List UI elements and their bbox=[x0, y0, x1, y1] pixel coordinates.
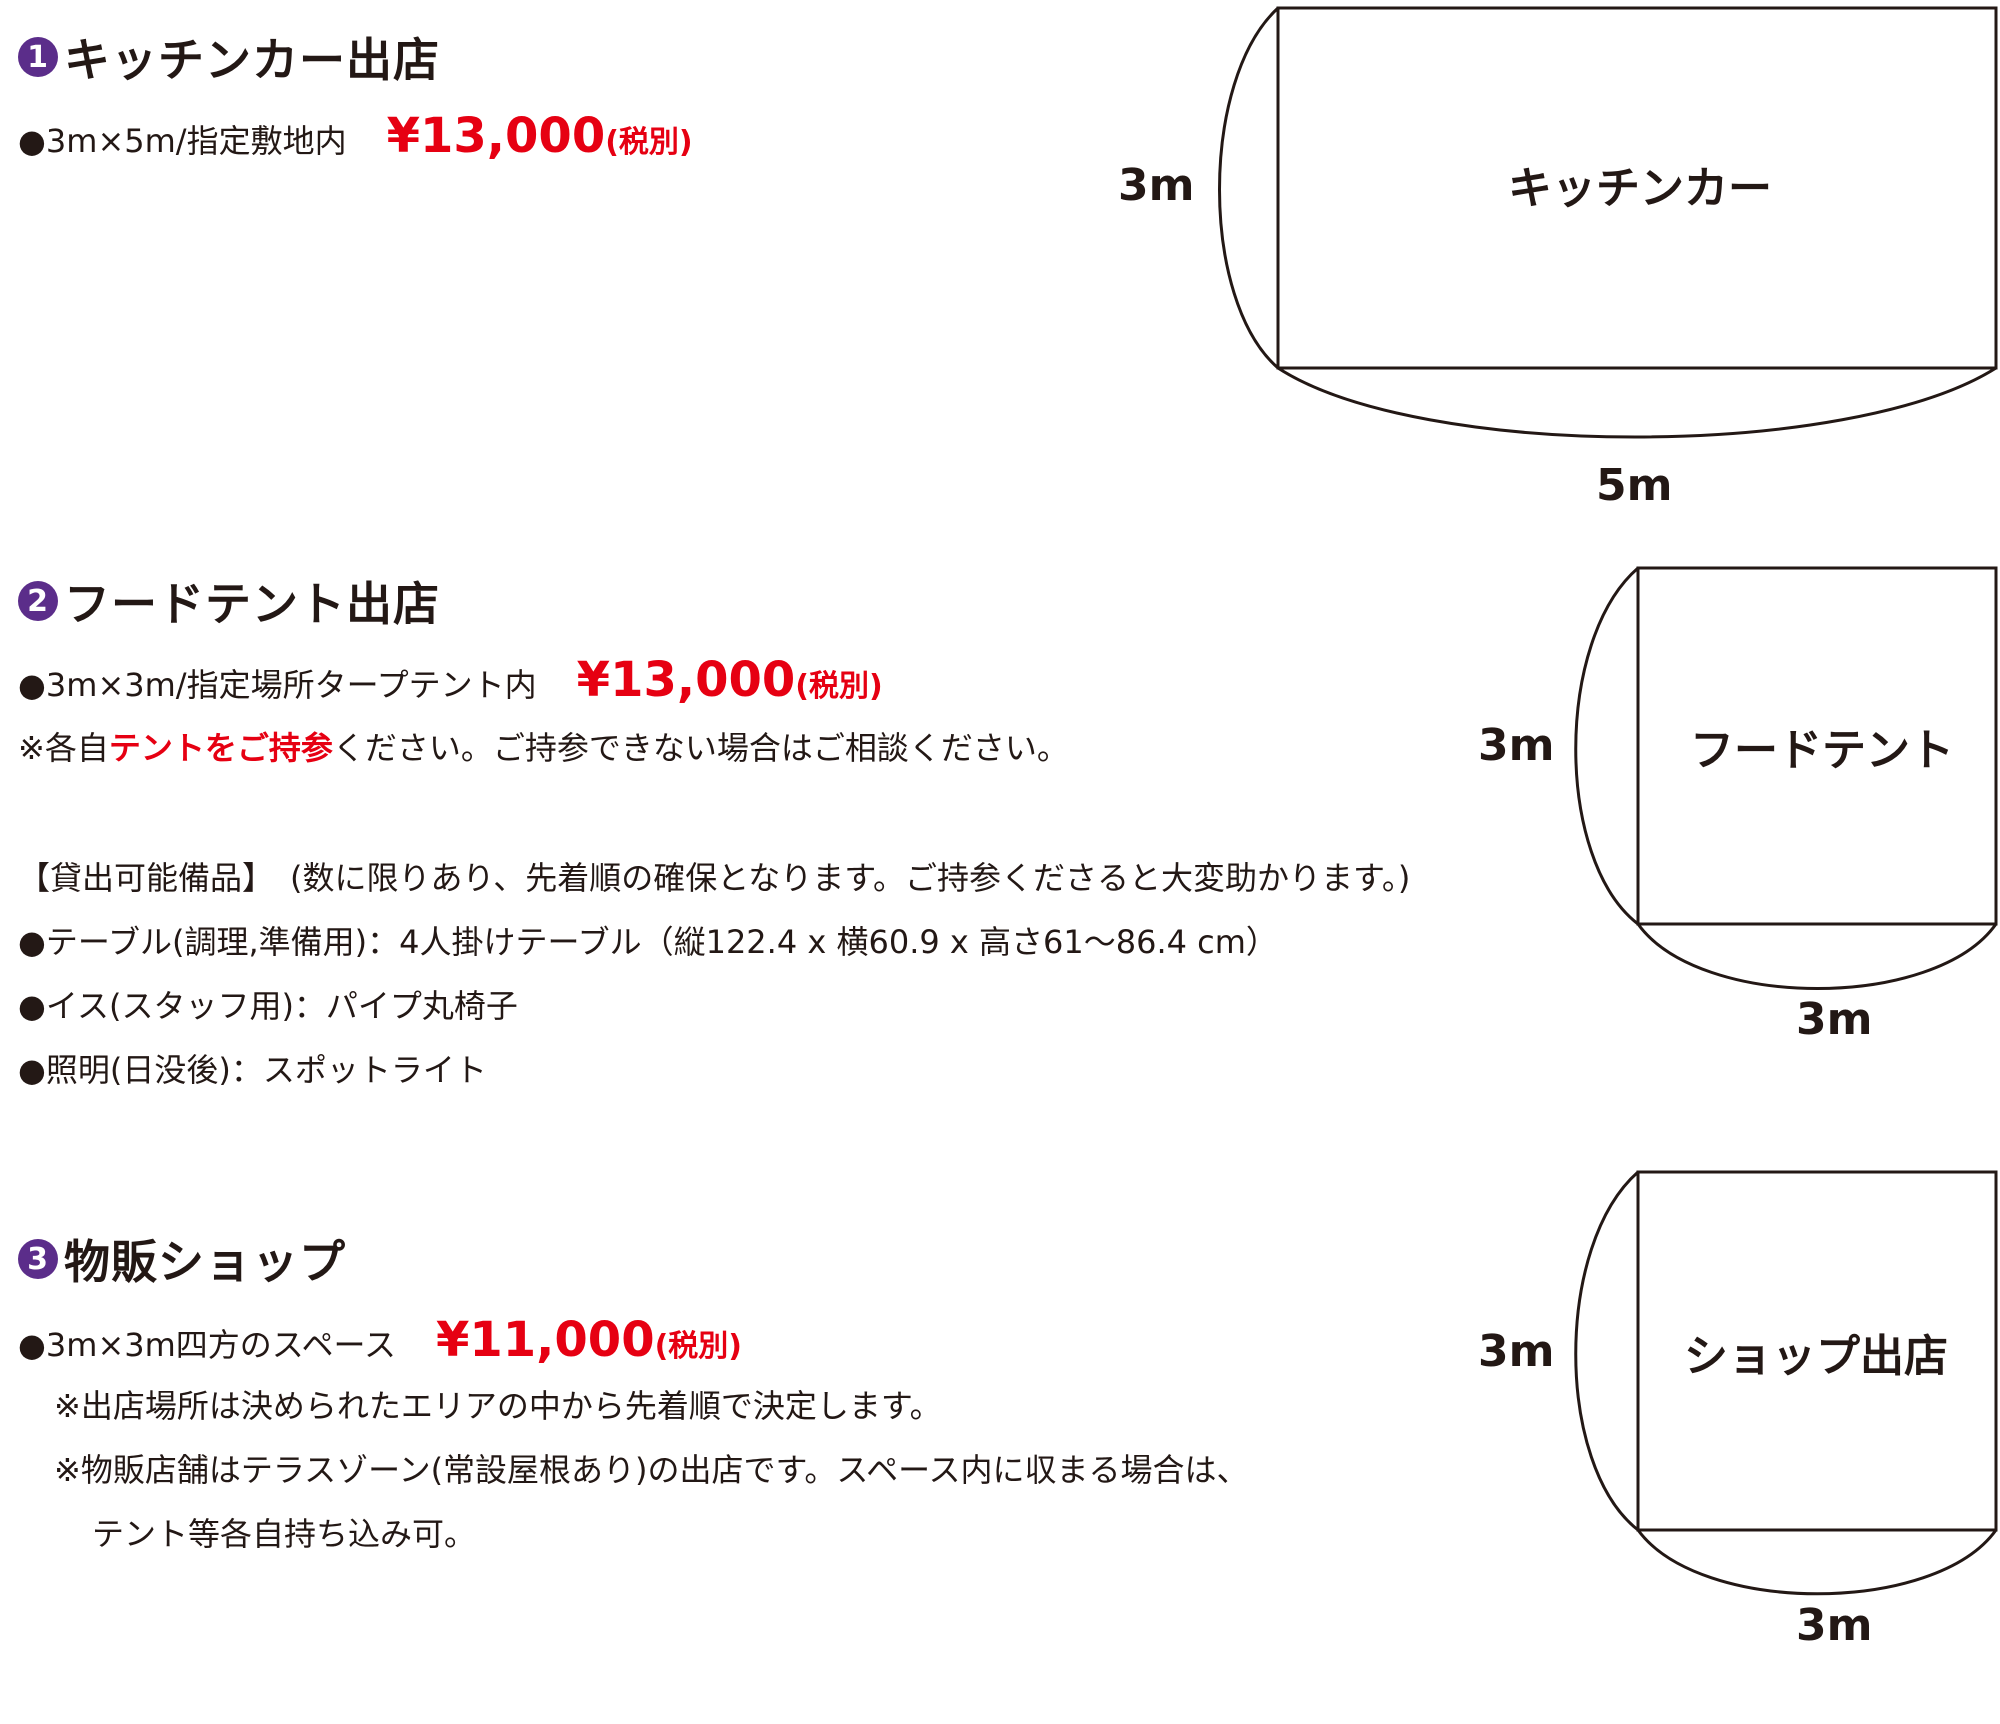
section3-heading: 3 物販ショップ bbox=[18, 1226, 346, 1292]
number-1-badge: 1 bbox=[18, 37, 58, 77]
section3-note-2: ※物販店舗はテラスゾーン(常設屋根あり)の出店です。スペース内に収まる場合は、 bbox=[54, 1451, 1249, 1489]
section3-title: 物販ショップ bbox=[64, 1235, 346, 1289]
section1-price-line: ●3m×5m/指定敷地内 ¥13,000 (税別) bbox=[18, 108, 693, 164]
shop-side-label: 3m bbox=[1478, 1326, 1555, 1377]
number-3-badge: 3 bbox=[18, 1239, 58, 1279]
section3-spec: ●3m×3m四方のスペース bbox=[18, 1326, 396, 1364]
kitchen-car-side-arc bbox=[1218, 6, 1280, 370]
kitchen-car-bottom-arc bbox=[1277, 366, 1997, 439]
section3-tax: (税別) bbox=[654, 1329, 743, 1364]
section2-heading: 2 フードテント出店 bbox=[18, 568, 440, 634]
section1-spec: ●3m×5m/指定敷地内 bbox=[18, 122, 347, 160]
shop-area bbox=[1636, 1170, 1998, 1532]
rental-heading: 【貸出可能備品】 (数に限りあり、先着順の確保となります。ご持参くださると大変助… bbox=[18, 859, 1411, 897]
section2-price: ¥13,000 bbox=[576, 652, 796, 708]
kitchen-car-box-label: キッチンカー bbox=[1508, 163, 1772, 214]
section2-tax: (税別) bbox=[795, 669, 883, 704]
section3-note-3: テント等各自持ち込み可。 bbox=[92, 1515, 477, 1553]
shop-bottom-arc bbox=[1636, 1529, 1998, 1596]
shop-side-arc bbox=[1574, 1170, 1639, 1532]
food-tent-bottom-label: 3m bbox=[1796, 994, 1873, 1045]
section1-price: ¥13,000 bbox=[386, 108, 606, 164]
section1-title: キッチンカー出店 bbox=[64, 33, 440, 87]
section2-note-highlight: テントをご持参 bbox=[108, 729, 333, 767]
food-tent-area bbox=[1636, 566, 1998, 926]
shop-bottom-label: 3m bbox=[1796, 1600, 1873, 1651]
section2-spec: ●3m×3m/指定場所タープテント内 bbox=[18, 666, 537, 704]
section2-price-line: ●3m×3m/指定場所タープテント内 ¥13,000 (税別) bbox=[18, 652, 883, 708]
section2-note: ※各自テントをご持参ください。ご持参できない場合はご相談ください。 bbox=[18, 728, 1069, 768]
number-2-badge: 2 bbox=[18, 581, 58, 621]
rental-item-table: ●テーブル(調理,準備用)：4人掛けテーブル（縦122.4 x 横60.9 x … bbox=[18, 923, 1278, 961]
rental-item-chair: ●イス(スタッフ用)：パイプ丸椅子 bbox=[18, 987, 518, 1025]
section2-title: フードテント出店 bbox=[64, 577, 440, 631]
shop-box-label: ショップ出店 bbox=[1684, 1331, 1948, 1382]
section3-price-line: ●3m×3m四方のスペース ¥11,000 (税別) bbox=[18, 1312, 743, 1368]
food-tent-side-label: 3m bbox=[1478, 720, 1555, 771]
food-tent-bottom-arc bbox=[1636, 923, 1998, 990]
section3-price: ¥11,000 bbox=[435, 1312, 655, 1368]
section1-heading: 1 キッチンカー出店 bbox=[18, 24, 440, 90]
food-tent-box-label: フードテント bbox=[1690, 725, 1954, 776]
section1-tax: (税別) bbox=[605, 125, 693, 160]
kitchen-car-side-label: 3m bbox=[1118, 160, 1195, 211]
kitchen-car-area bbox=[1276, 6, 1998, 370]
section3-note-1: ※出店場所は決められたエリアの中から先着順で決定します。 bbox=[54, 1387, 942, 1425]
section2-note-suffix: ください。ご持参できない場合はご相談ください。 bbox=[332, 729, 1069, 767]
section2-note-prefix: ※各自 bbox=[18, 729, 109, 767]
rental-item-light: ●照明(日没後)：スポットライト bbox=[18, 1051, 487, 1089]
kitchen-car-bottom-label: 5m bbox=[1596, 460, 1673, 511]
food-tent-side-arc bbox=[1574, 566, 1639, 926]
